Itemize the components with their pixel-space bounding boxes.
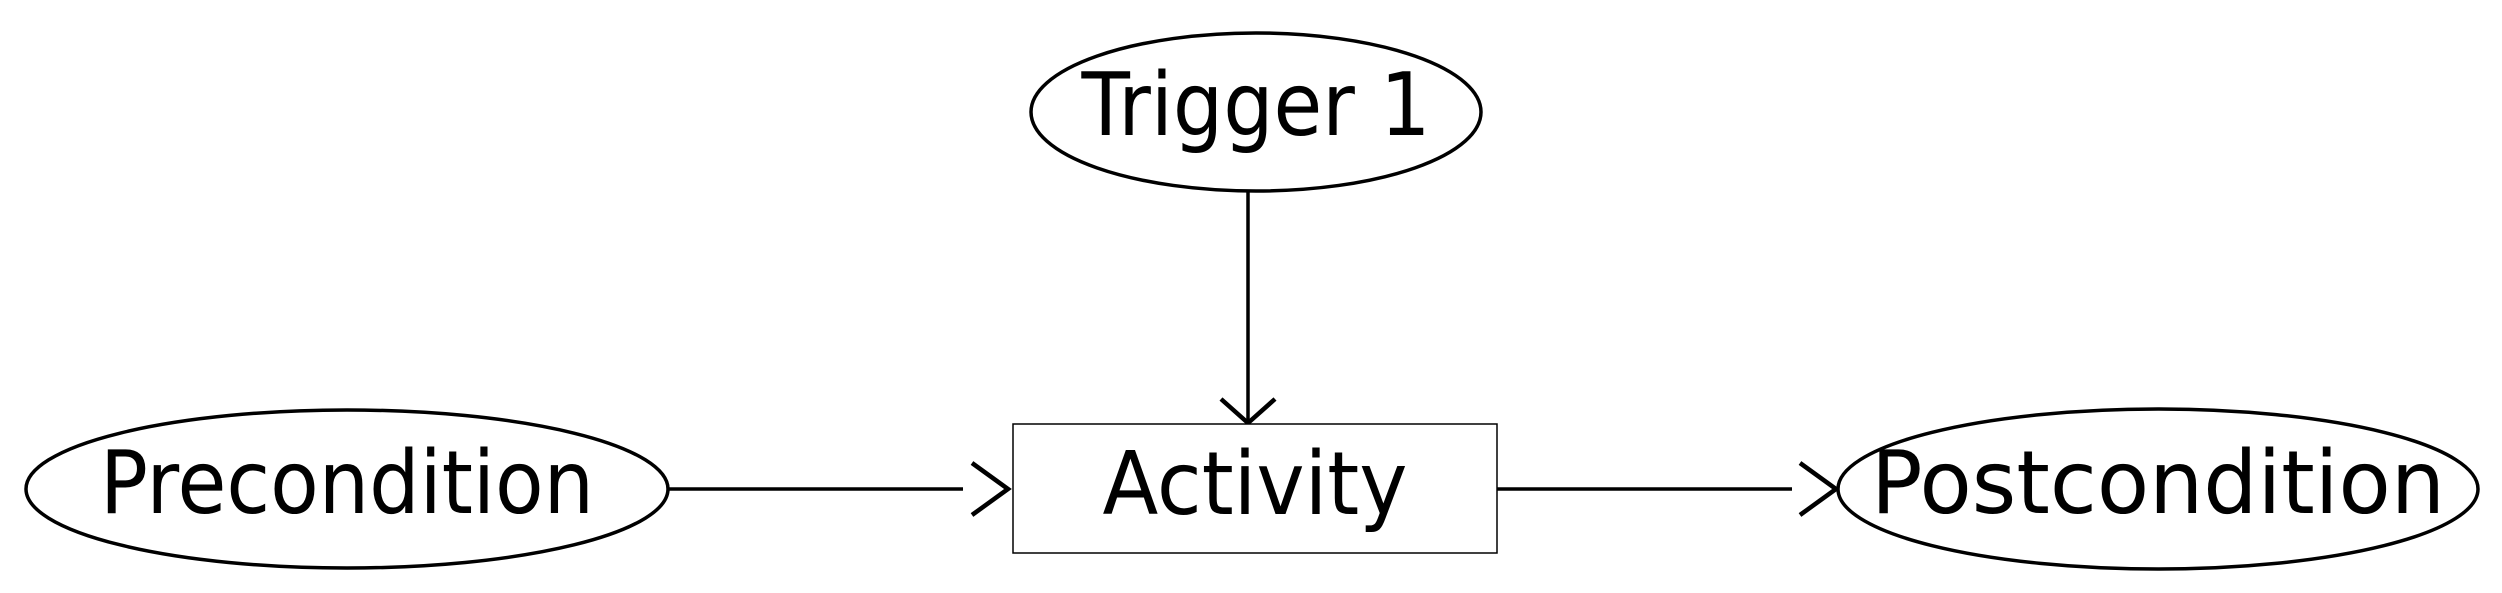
trigger-label: Trigger 1: [1081, 54, 1431, 156]
activity-label: Activity: [1103, 433, 1408, 535]
activity-rect: [1012, 423, 1498, 554]
node-activity: Activity: [1012, 423, 1498, 554]
arrowhead-icon: [970, 461, 1012, 517]
edge-precondition-activity: [668, 461, 1012, 517]
node-precondition: Precondition: [24, 408, 670, 570]
node-trigger: Trigger 1: [1029, 31, 1483, 193]
arrowhead-icon: [1219, 397, 1277, 427]
postcondition-label: Postcondition: [1871, 432, 2445, 534]
precondition-label: Precondition: [100, 432, 594, 534]
edge-activity-postcondition: [1497, 461, 1840, 517]
trigger-ellipse: [1029, 31, 1483, 193]
postcondition-ellipse: [1836, 407, 2480, 571]
edge-trigger-activity: [1219, 191, 1277, 427]
arrowhead-icon: [1798, 461, 1840, 517]
node-postcondition: Postcondition: [1836, 407, 2480, 571]
precondition-ellipse: [24, 408, 670, 570]
